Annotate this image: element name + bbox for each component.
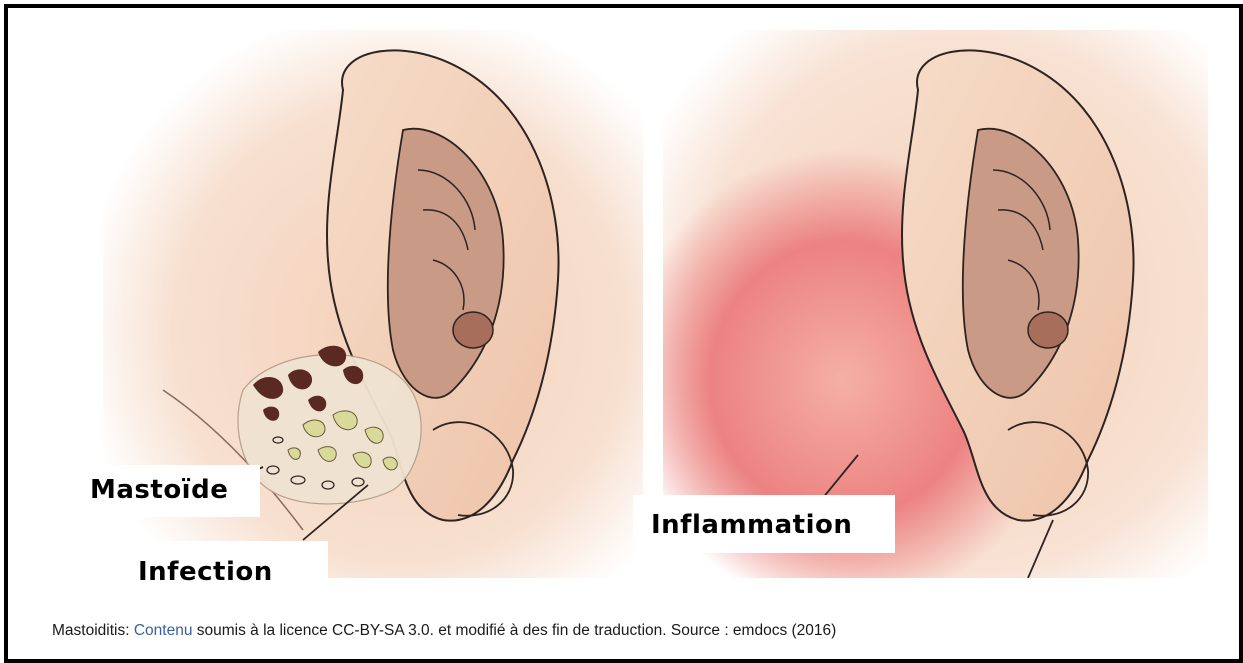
label-inflammation: Inflammation (633, 495, 895, 553)
figure-caption: Mastoiditis: Contenu soumis à la licence… (52, 622, 836, 640)
caption-license-link[interactable]: Contenu (134, 622, 193, 639)
label-mastoide: Mastoïde (84, 465, 260, 517)
label-infection: Infection (78, 541, 328, 591)
label-mastoide-text: Mastoïde (90, 475, 228, 505)
caption-prefix: Mastoiditis: (52, 622, 134, 639)
caption-suffix: soumis à la licence CC-BY-SA 3.0. et mod… (192, 622, 836, 639)
label-infection-text: Infection (138, 557, 273, 587)
label-inflammation-text: Inflammation (651, 510, 852, 540)
figure-frame: Mastoïde Infection Inflammation Mastoidi… (4, 4, 1243, 663)
